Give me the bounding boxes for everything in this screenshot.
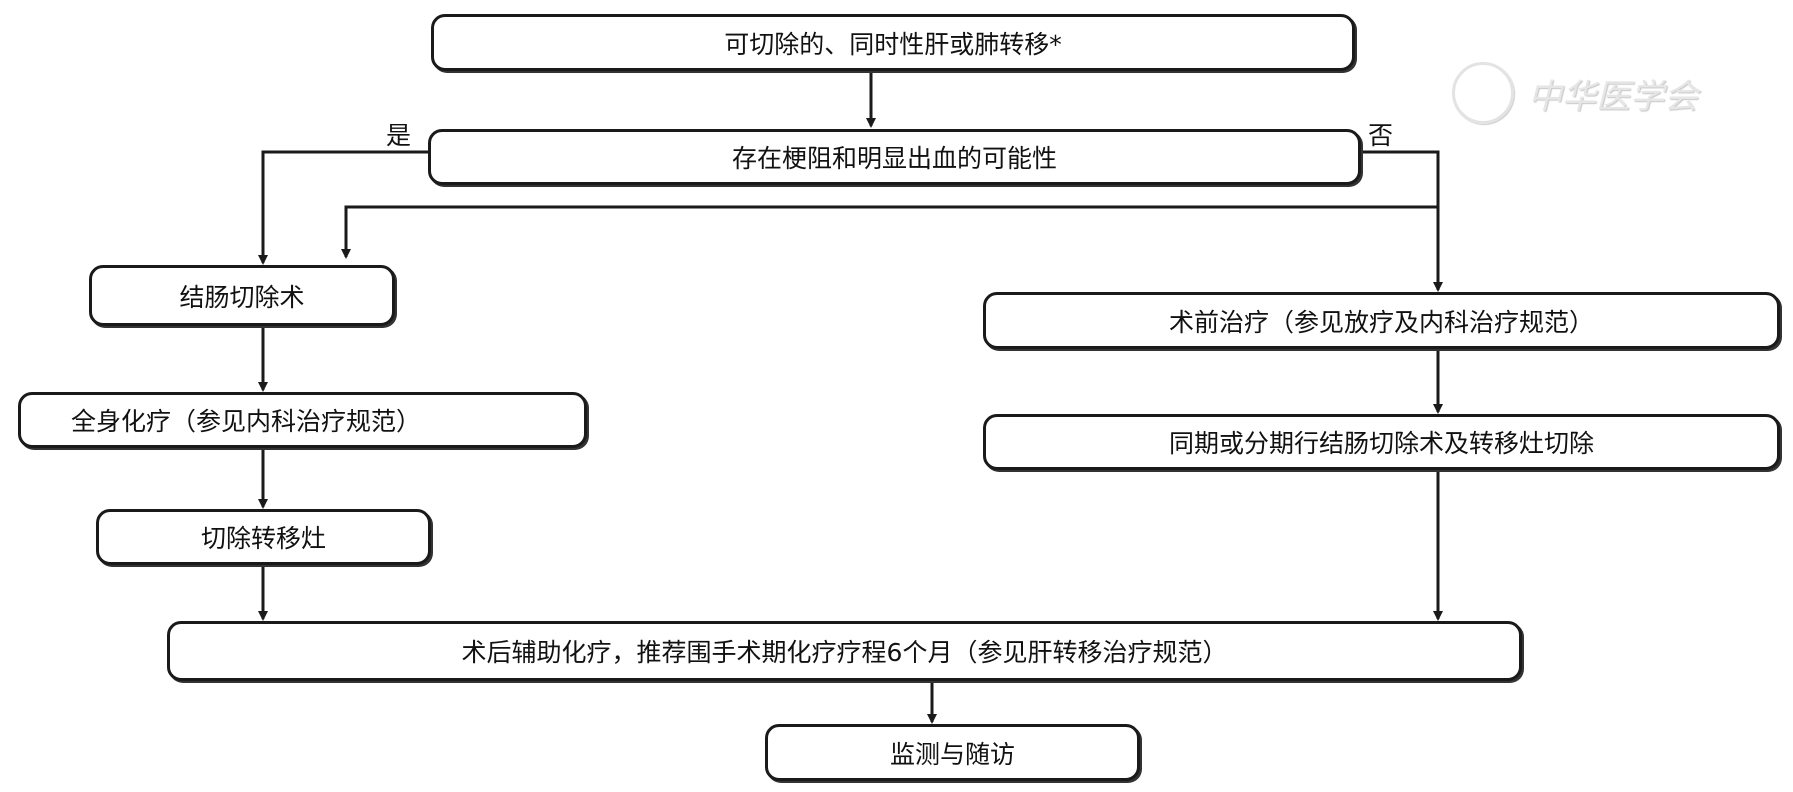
arrow-yes-to-colectomy (258, 150, 428, 265)
node-colectomy: 结肠切除术 (89, 265, 395, 326)
arrow-no-to-preop (1361, 150, 1443, 292)
node-start: 可切除的、同时性肝或肺转移* (431, 14, 1355, 71)
seal-logo-icon (1452, 62, 1514, 124)
node-systemic-chemo: 全身化疗（参见内科治疗规范） (18, 392, 587, 448)
watermark-text: 中华医学会 (1528, 76, 1698, 117)
node-decision: 存在梗阻和明显出血的可能性 (428, 129, 1361, 185)
node-preop-therapy: 术前治疗（参见放疗及内科治疗规范） (983, 292, 1780, 349)
label-yes: 是 (386, 121, 412, 150)
node-adjuvant-chemo: 术后辅助化疗，推荐围手术期化疗疗程6个月（参见肝转移治疗规范） (167, 621, 1522, 681)
node-simultaneous-resection: 同期或分期行结肠切除术及转移灶切除 (983, 414, 1780, 470)
label-no: 否 (1368, 121, 1394, 150)
node-followup: 监测与随访 (765, 724, 1140, 781)
watermark: 中华医学会 (1452, 62, 1698, 124)
arrow-no-branch-to-colectomy (341, 205, 1438, 259)
node-resect-metastasis: 切除转移灶 (96, 509, 431, 565)
